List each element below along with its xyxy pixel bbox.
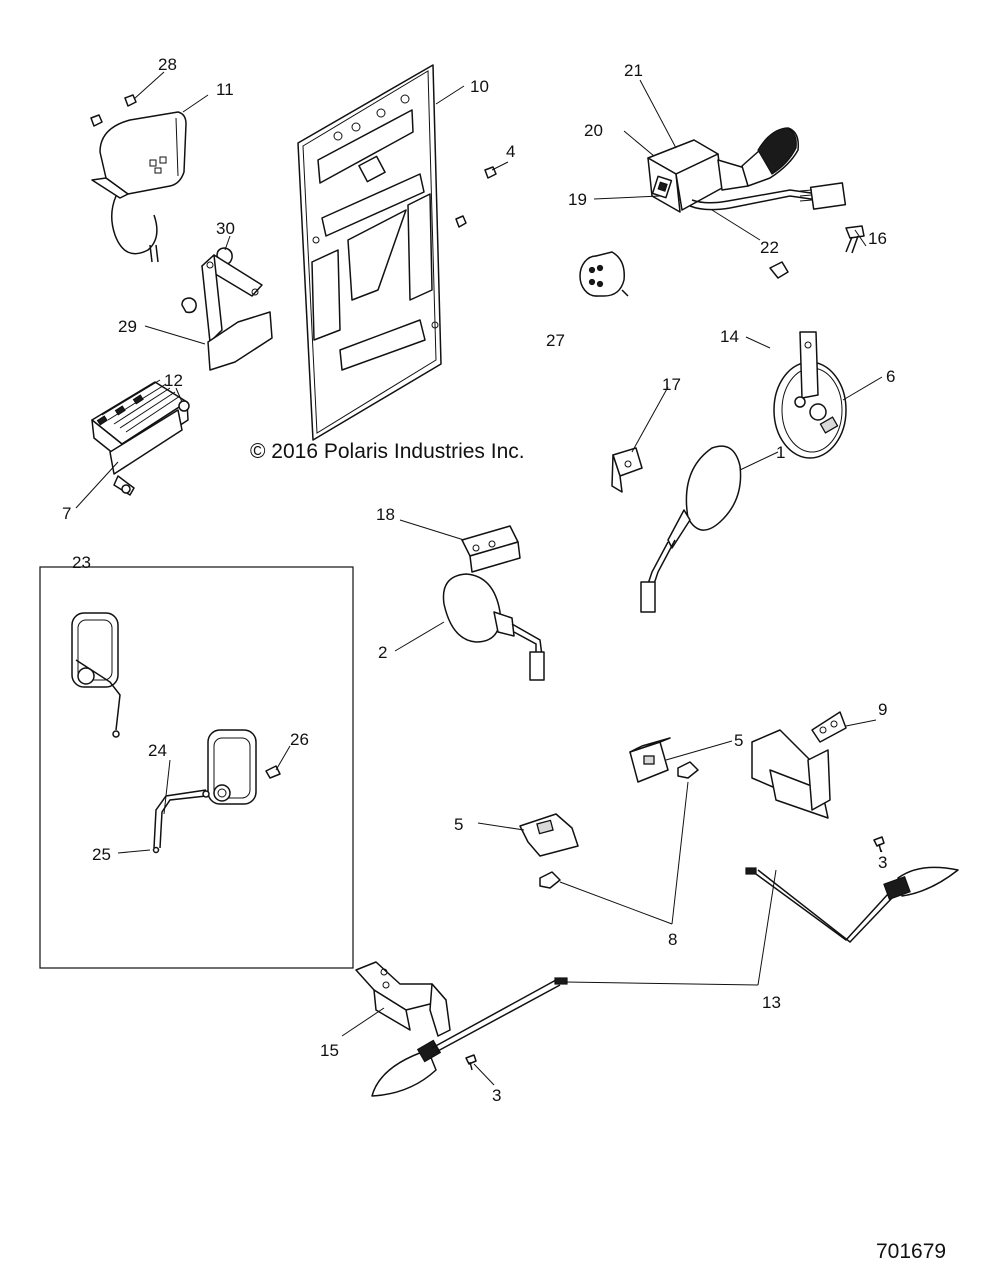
nut: [539, 871, 561, 889]
copyright-notice: © 2016 Polaris Industries Inc.: [250, 440, 525, 463]
callout-9: 9: [878, 700, 887, 719]
turn-signal-left: [371, 977, 568, 1097]
mirror-stem-24: [152, 789, 210, 854]
callout-29: 29: [118, 317, 137, 336]
callout-13: 13: [762, 993, 781, 1012]
mirror-kit-lower: [207, 729, 281, 805]
relay-module: [91, 379, 190, 496]
callout-3-right: 3: [878, 853, 887, 872]
callout-27: 27: [546, 331, 565, 350]
mirror-bracket-18: [461, 525, 521, 573]
mirror-right: [640, 445, 742, 613]
turn-signal-right: [745, 836, 959, 944]
callout-17: 17: [662, 375, 681, 394]
mirror-left: [442, 573, 545, 681]
callout-5-upper: 5: [734, 731, 743, 750]
callout-22: 22: [760, 238, 779, 257]
leader-lines: [75, 71, 883, 1086]
license-plate-bracket: [297, 64, 442, 441]
nut: [677, 761, 699, 779]
callout-7: 7: [62, 504, 71, 523]
nut: [769, 261, 789, 279]
mount-bracket-29: [201, 254, 273, 371]
mirror-kit-upper: [71, 612, 121, 738]
grommet: [181, 297, 197, 314]
horn: [773, 331, 847, 459]
callout-16: 16: [868, 229, 887, 248]
callout-4: 4: [506, 142, 515, 161]
callout-23: 23: [72, 553, 91, 572]
nut: [455, 215, 467, 228]
bolt: [845, 225, 865, 254]
mirror-bracket-17: [611, 447, 643, 493]
callout-24: 24: [148, 741, 167, 760]
callout-14: 14: [720, 327, 739, 346]
license-light-assembly: [90, 94, 187, 263]
callout-21: 21: [624, 61, 643, 80]
connector-5-upper: [629, 737, 671, 783]
callout-20: 20: [584, 121, 603, 140]
turn-signal-bracket-15: [355, 961, 451, 1037]
callout-6: 6: [886, 367, 895, 386]
callout-2: 2: [378, 643, 387, 662]
callout-15: 15: [320, 1041, 339, 1060]
turn-signal-bracket-9: [751, 711, 847, 819]
callout-12: 12: [164, 371, 183, 390]
callout-labels: 28 11 10 4 30 29 12 7 21 20 19 22 16 27 …: [62, 55, 895, 1105]
callout-18: 18: [376, 505, 395, 524]
callout-11: 11: [216, 80, 234, 99]
callout-19: 19: [568, 190, 587, 209]
callout-1: 1: [776, 443, 785, 462]
callout-28: 28: [158, 55, 177, 74]
callout-10: 10: [470, 77, 489, 96]
callout-8: 8: [668, 930, 677, 949]
kit-box-23: [39, 566, 354, 969]
connector-plug: [579, 251, 629, 297]
callout-26: 26: [290, 730, 309, 749]
callout-30: 30: [216, 219, 235, 238]
handlebar-switch-assembly: [647, 127, 847, 213]
callout-3-left: 3: [492, 1086, 501, 1105]
callout-25: 25: [92, 845, 111, 864]
callout-5-lower: 5: [454, 815, 463, 834]
document-number: 701679: [876, 1240, 946, 1263]
connector-5-lower: [519, 813, 579, 857]
